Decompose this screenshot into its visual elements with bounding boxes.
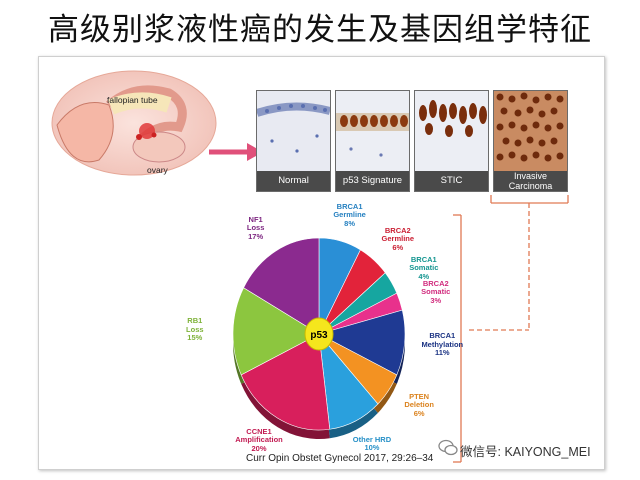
pie-label-3-line-1: Somatic xyxy=(421,287,451,297)
pie-label-9-line-0: NF1 xyxy=(248,214,263,224)
pie-label-2-line-2: 4% xyxy=(418,271,430,281)
pie-label-4-line-0: BRCA1 xyxy=(429,331,456,341)
caption-invasive-carcinoma: Invasive Carcinoma xyxy=(494,171,567,191)
tube-inner xyxy=(107,92,172,115)
pie-label-5-line-1: Deletion xyxy=(404,400,434,410)
histology-normal-image xyxy=(257,91,330,171)
pie-label-7-line-2: 20% xyxy=(251,443,267,453)
pie-label-0-line-2: 8% xyxy=(344,218,355,228)
pie-label-8-line-1: Loss xyxy=(186,324,204,334)
bracket-connector xyxy=(453,195,569,463)
page-title: 高级别浆液性癌的发生及基因组学特征 xyxy=(48,12,592,48)
caption-stic: STIC xyxy=(415,171,488,191)
pie-label-4-line-1: Methylation xyxy=(421,339,464,349)
histology-p53-image xyxy=(336,91,409,171)
pie-label-8-line-2: 15% xyxy=(187,333,203,343)
caption-p53-signature: p53 Signature xyxy=(336,171,409,191)
fallopian-label: fallopian tube xyxy=(107,95,158,105)
pie-label-5-line-2: 6% xyxy=(413,408,425,418)
pie-label-0-line-1: Germline xyxy=(333,210,366,220)
caption-invasive-line1: Invasive xyxy=(513,171,548,181)
pie-center-label: p53 xyxy=(310,330,328,341)
pie-slice-8 xyxy=(232,287,320,376)
pie-label-1-line-1: Germline xyxy=(381,234,415,244)
pie-label-2-line-1: Somatic xyxy=(409,263,439,273)
pie-label-3-line-2: 3% xyxy=(430,295,442,305)
uterus-shape xyxy=(56,102,114,163)
caption-invasive-line2: Carcinoma xyxy=(508,181,553,191)
citation: Curr Opin Obstet Gynecol 2017, 29:26–34 xyxy=(246,453,434,464)
panel-stic: STIC xyxy=(414,90,489,192)
ovary-label: ovary xyxy=(147,165,168,175)
figure-panel: fallopian tube ovary Normal p53 Signatur… xyxy=(38,56,605,470)
ovary-shape xyxy=(132,131,186,163)
progression-arrow xyxy=(209,143,263,161)
pie-center-circle xyxy=(304,317,334,351)
anatomy-illustration xyxy=(51,70,217,176)
pie-slice-7 xyxy=(240,333,331,431)
wechat-watermark: 微信号: KAIYONG_MEI xyxy=(460,445,591,459)
panel-normal: Normal xyxy=(256,90,331,192)
pie-label-7-line-0: CCNE1 xyxy=(246,426,272,436)
panel-p53-signature: p53 Signature xyxy=(335,90,410,192)
pie-label-4-line-2: 11% xyxy=(434,348,450,358)
caption-normal: Normal xyxy=(257,171,330,191)
pie-label-9-line-1: Loss xyxy=(246,223,265,233)
pie-label-6-line-1: 10% xyxy=(364,443,380,453)
pie-label-1-line-0: BRCA2 xyxy=(384,225,411,235)
pie-label-6-line-0: Other HRD xyxy=(352,434,392,444)
histology-stic-image xyxy=(415,91,488,171)
pie-label-3-line-0: BRCA2 xyxy=(422,278,449,288)
pie-slice-9 xyxy=(243,237,320,335)
histology-invasive-image xyxy=(494,91,567,171)
pie-label-0-line-0: BRCA1 xyxy=(336,201,363,211)
pie-slice-4 xyxy=(318,309,406,376)
pie-chart: p53 xyxy=(232,237,406,439)
wechat-icon xyxy=(438,439,458,456)
tube-shape xyxy=(106,85,187,141)
pie-label-1-line-2: 6% xyxy=(392,242,404,252)
tumor-spot xyxy=(139,123,155,139)
pie-label-8-line-0: RB1 xyxy=(187,316,203,326)
pie-label-2-line-0: BRCA1 xyxy=(410,254,437,264)
pie-label-9-line-2: 17% xyxy=(248,231,264,241)
pie-label-5-line-0: PTEN xyxy=(409,391,430,401)
pie-label-7-line-1: Amplification xyxy=(235,435,283,445)
panel-invasive-carcinoma: Invasive Carcinoma xyxy=(493,90,568,192)
